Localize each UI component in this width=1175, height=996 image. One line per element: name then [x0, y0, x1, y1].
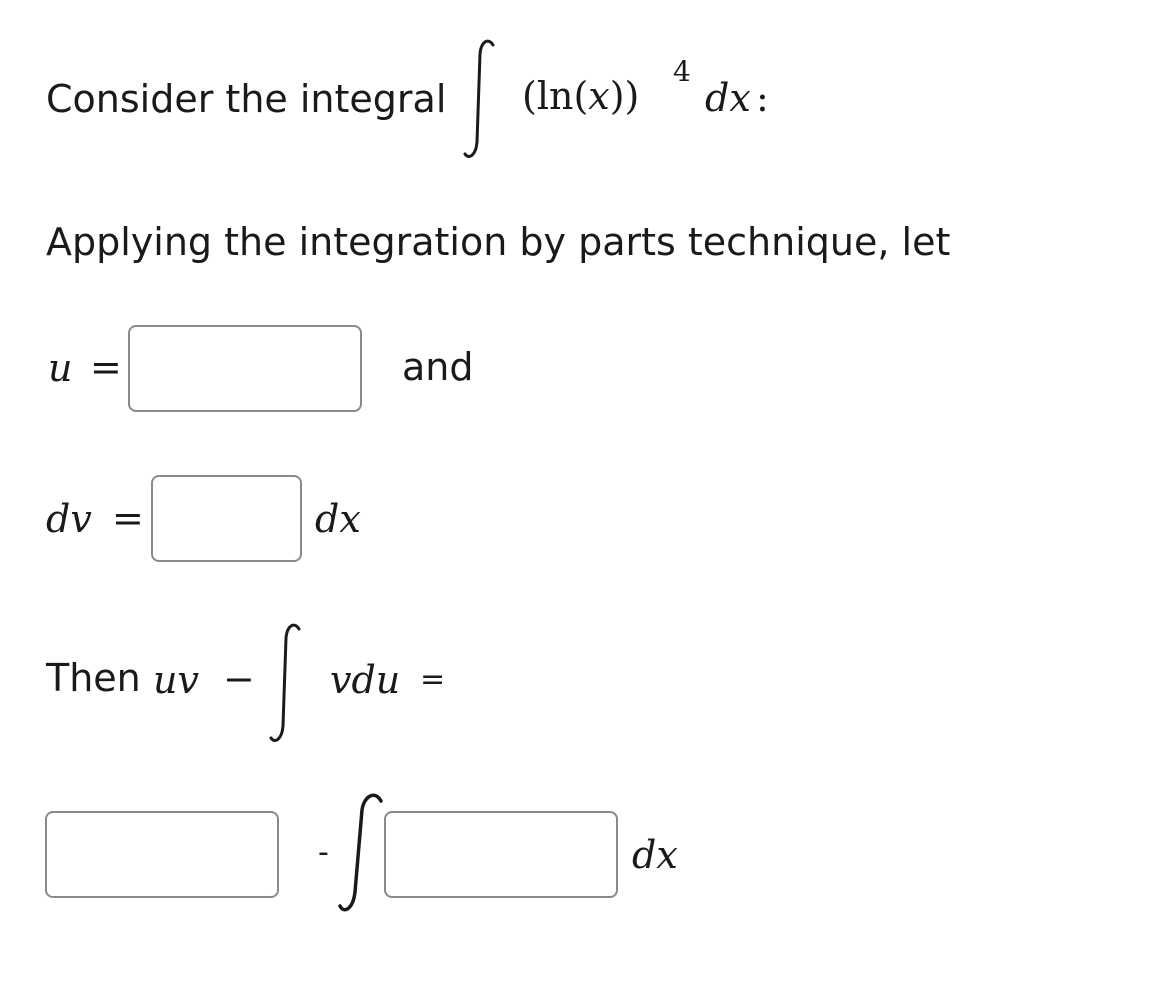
- u-variable: u: [48, 346, 73, 390]
- answer-minus: -: [318, 835, 329, 870]
- answer-differential: dx: [632, 833, 678, 877]
- integrand-exponent: 4: [673, 55, 691, 88]
- integrand-open: (ln(: [522, 74, 589, 118]
- then-minus: −: [223, 657, 255, 701]
- uv-term: uv: [153, 658, 199, 702]
- answer-integral-sign-icon: [338, 793, 383, 912]
- dv-variable: dv: [46, 497, 92, 541]
- integral-integrand: (ln(x)): [522, 77, 639, 115]
- integrand-close: )): [609, 74, 640, 118]
- dv-equals: =: [112, 496, 144, 540]
- then-equals: =: [420, 662, 446, 697]
- then-integral-sign-icon: [269, 623, 301, 742]
- integrand-variable: x: [588, 74, 610, 118]
- intro-text: Consider the integral: [46, 77, 447, 121]
- u-input[interactable]: [128, 325, 362, 412]
- dv-input[interactable]: [151, 475, 302, 562]
- uv-answer-input[interactable]: [45, 811, 279, 898]
- instruction-text: Applying the integration by parts techni…: [46, 220, 951, 264]
- integral-sign-icon: [463, 39, 495, 158]
- intro-colon: :: [756, 76, 769, 120]
- integral-answer-input[interactable]: [384, 811, 618, 898]
- and-text: and: [402, 345, 474, 389]
- then-text: Then: [46, 656, 141, 700]
- integral-differential: dx: [705, 76, 751, 120]
- then-integrand: vdu: [330, 658, 401, 702]
- dv-differential: dx: [315, 497, 361, 541]
- u-equals: =: [90, 345, 122, 389]
